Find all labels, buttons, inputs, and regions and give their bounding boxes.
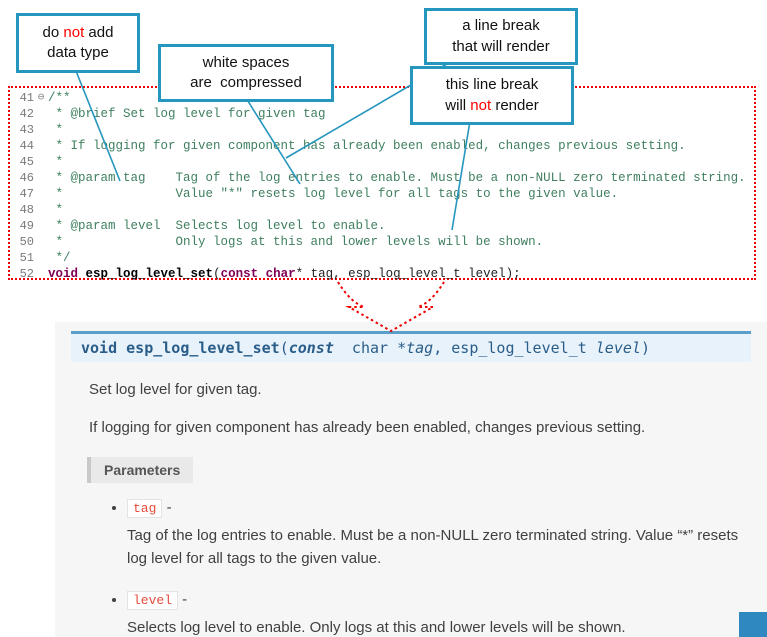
fold-spacer bbox=[34, 122, 48, 138]
line-number: 42 bbox=[19, 107, 34, 121]
fold-spacer bbox=[34, 218, 48, 234]
fold-spacer bbox=[34, 266, 48, 282]
code-text: * bbox=[48, 123, 64, 137]
fold-spacer bbox=[34, 138, 48, 154]
code-text: * If logging for given component has alr… bbox=[48, 139, 686, 153]
code-text: */ bbox=[48, 251, 71, 265]
code-line: 48 * bbox=[10, 202, 754, 218]
code-line: 47 * Value "*" resets log level for all … bbox=[10, 186, 754, 202]
fold-spacer bbox=[34, 250, 48, 266]
code-line: 46 * @param tag Tag of the log entries t… bbox=[10, 170, 754, 186]
line-number: 50 bbox=[19, 235, 34, 249]
code-text: void esp_log_level_set(const char* tag, … bbox=[48, 267, 521, 281]
param-dash: - bbox=[178, 590, 188, 608]
line-number: 41 bbox=[19, 91, 34, 105]
fold-marker-icon[interactable]: ⊖ bbox=[37, 92, 45, 104]
callout-text: this line break bbox=[445, 76, 539, 94]
line-number: 48 bbox=[19, 203, 34, 217]
fold-spacer bbox=[34, 154, 48, 170]
doc-description: If logging for given component has alrea… bbox=[89, 419, 646, 436]
fold-spacer bbox=[34, 170, 48, 186]
line-number: 49 bbox=[19, 219, 34, 233]
scroll-to-top-button[interactable] bbox=[739, 612, 767, 637]
rendered-docs-panel: void esp_log_level_set(const char *tag, … bbox=[55, 322, 767, 637]
param-head: level - bbox=[127, 590, 757, 610]
line-number: 46 bbox=[19, 171, 34, 185]
fold-spacer bbox=[34, 106, 48, 122]
code-editor-snippet: 41⊖/**42 * @brief Set log level for give… bbox=[8, 86, 756, 282]
code-text: * Value "*" resets log level for all tag… bbox=[48, 187, 619, 201]
callout-do-not-add-data-type: do not add data type bbox=[16, 13, 140, 73]
callout-line-break-not-render: this line break will not render bbox=[410, 66, 574, 125]
param-name-literal: level bbox=[127, 590, 179, 610]
code-line: 42 * @brief Set log level for given tag bbox=[10, 106, 754, 122]
code-lines: 41⊖/**42 * @brief Set log level for give… bbox=[10, 90, 754, 282]
callout-text: do not add bbox=[42, 23, 114, 41]
code-text: * @brief Set log level for given tag bbox=[48, 107, 326, 121]
doc-brief: Set log level for given tag. bbox=[89, 381, 262, 398]
param-description: Tag of the log entries to enable. Must b… bbox=[127, 527, 739, 568]
fold-spacer bbox=[34, 234, 48, 250]
param-item: tag - Tag of the log entries to enable. M… bbox=[127, 499, 757, 571]
callout-text: white spaces bbox=[202, 53, 290, 71]
param-list: tag - Tag of the log entries to enable. M… bbox=[127, 499, 757, 637]
code-line: 45 * bbox=[10, 154, 754, 170]
code-text: * bbox=[48, 203, 64, 217]
callout-text: are compressed bbox=[190, 74, 302, 91]
code-line: 44 * If logging for given component has … bbox=[10, 138, 754, 154]
line-number: 52 bbox=[19, 267, 34, 281]
fold-spacer bbox=[34, 202, 48, 218]
code-text: * Only logs at this and lower levels wil… bbox=[48, 235, 544, 249]
callout-text: will not render bbox=[445, 96, 539, 114]
code-text: /** bbox=[48, 91, 71, 105]
code-line: 49 * @param level Selects log level to e… bbox=[10, 218, 754, 234]
parameters-heading: Parameters bbox=[87, 457, 194, 483]
callout-line-break-renders: a line break that will render bbox=[424, 8, 578, 65]
code-line: 50 * Only logs at this and lower levels … bbox=[10, 234, 754, 250]
line-number: 43 bbox=[19, 123, 34, 137]
line-number: 45 bbox=[19, 155, 34, 169]
param-head: tag - bbox=[127, 499, 757, 518]
param-description: Selects log level to enable. Only logs a… bbox=[127, 618, 626, 636]
line-number: 51 bbox=[19, 251, 34, 265]
code-line: 43 * bbox=[10, 122, 754, 138]
param-dash: - bbox=[162, 499, 172, 516]
code-text: * bbox=[48, 155, 64, 169]
function-signature: void esp_log_level_set(const char *tag, … bbox=[71, 331, 751, 362]
line-number: 44 bbox=[19, 139, 34, 153]
callout-text: a line break bbox=[462, 17, 540, 35]
callout-text: that will render bbox=[452, 37, 550, 55]
code-text: * @param level Selects log level to enab… bbox=[48, 219, 386, 233]
line-number: 47 bbox=[19, 187, 34, 201]
code-text: * @param tag Tag of the log entries to e… bbox=[48, 171, 746, 185]
param-item: level - Selects log level to enable. Only… bbox=[127, 590, 757, 637]
code-line: 41⊖/** bbox=[10, 90, 754, 106]
callout-white-spaces-compressed: white spaces are compressed bbox=[158, 44, 334, 102]
fold-spacer bbox=[34, 186, 48, 202]
param-name-literal: tag bbox=[127, 499, 163, 518]
code-line: 51 */ bbox=[10, 250, 754, 266]
code-line: 52 void esp_log_level_set(const char* tag… bbox=[10, 266, 754, 282]
callout-text: data type bbox=[47, 44, 109, 61]
